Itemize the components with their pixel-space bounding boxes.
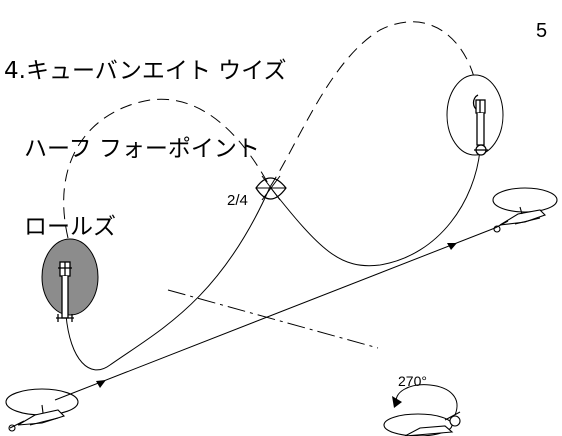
rotation-helicopter-group (383, 384, 461, 436)
rotation-arrow-head (392, 396, 402, 408)
left-loop-solid-path (65, 186, 271, 371)
rotation-arc (395, 384, 458, 416)
page-number: 5 (536, 20, 548, 42)
baseline-flight-path (54, 227, 496, 401)
baseline-arrow-right (447, 243, 457, 250)
helicopter-icon-entry (5, 388, 79, 432)
helicopter-icon-left (56, 261, 74, 322)
title-line-3: ロールズ (24, 214, 116, 240)
title-line-1: 4.キューバンエイト ウイズ (4, 58, 287, 84)
maneuver-title: 4.キューバンエイト ウイズ ハーフ フォーポイント ロールズ (4, 6, 287, 292)
helicopter-icon-right (472, 94, 488, 156)
rotation-angle-label: 270° (398, 373, 427, 389)
title-line-2: ハーフ フォーポイント (24, 136, 260, 162)
centerline-dash-dot (167, 289, 379, 349)
left-shaded-disc (41, 238, 99, 322)
baseline-arrow-left (96, 380, 106, 388)
right-disc (446, 74, 504, 156)
right-loop-dashed-path (269, 21, 479, 188)
roll-fraction-label: 2/4 (227, 192, 248, 209)
roll-point-symbol (255, 175, 287, 201)
helicopter-icon-exit (492, 187, 558, 233)
left-loop-dashed-path (63, 98, 271, 239)
right-loop-solid-path (269, 149, 481, 267)
